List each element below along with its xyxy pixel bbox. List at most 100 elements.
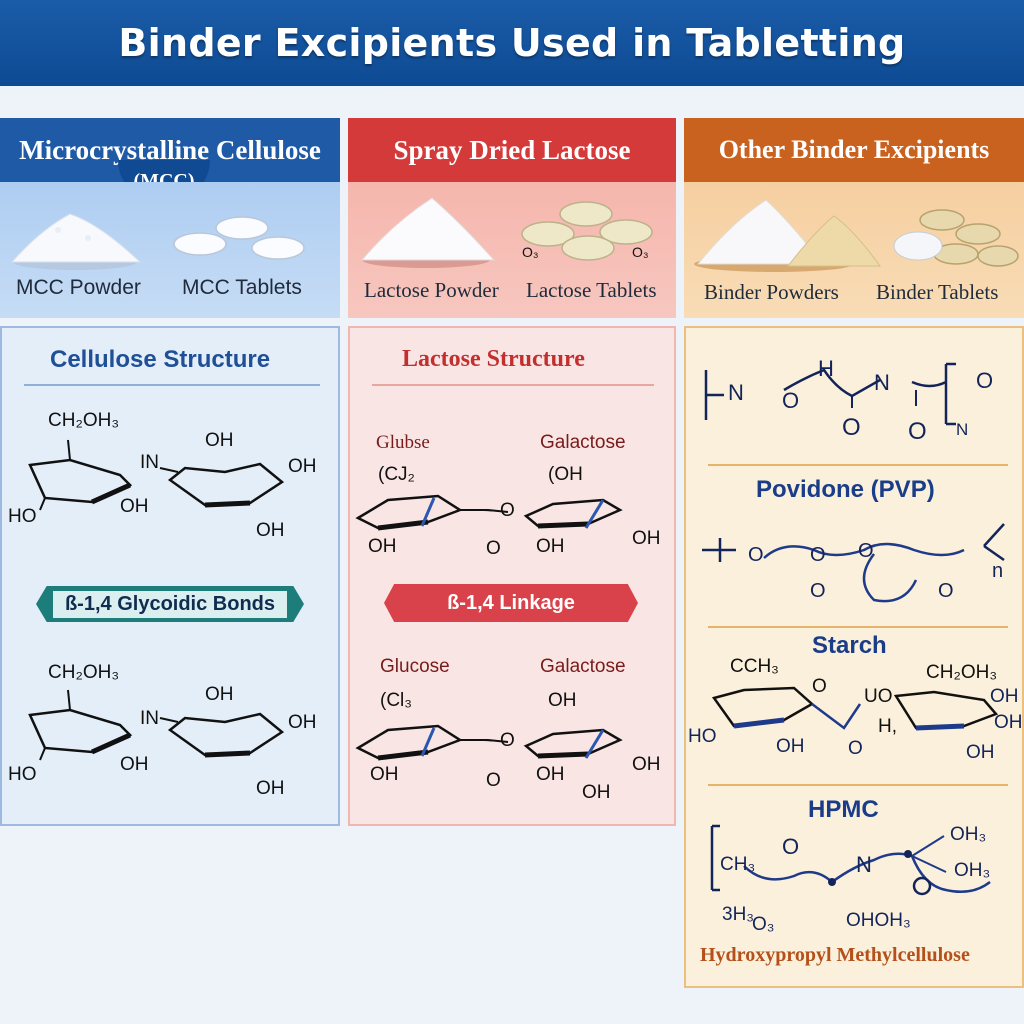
mcc-tablets-label: MCC Tablets [182, 276, 302, 299]
other-rule-2 [708, 626, 1008, 628]
lactose-tablets-image [521, 201, 653, 261]
lactose-1-oh-right: OH [632, 528, 661, 549]
lactose-bond-banner-text: ß-1,4 Linkage [447, 591, 575, 614]
other-white-tablet [893, 231, 943, 261]
lactose-2-right-name: Galactose [540, 656, 626, 677]
mcc-structure-title: Cellulose Structure [50, 346, 271, 373]
other-powders-image [694, 199, 881, 272]
lactose-2-left-name: Glucose [380, 656, 450, 677]
pvp-structure [702, 523, 1005, 603]
polymer-o-bottom-2: O [908, 418, 927, 445]
hpmc-full-name: Hydroxypropyl Methylcellulose [700, 944, 970, 966]
lactose-header: Spray Dried Lactose [348, 118, 676, 182]
starch-oh-3: OH [994, 712, 1023, 733]
lactose-1-right-group: (OH [548, 464, 583, 485]
polymer-h: H [818, 356, 834, 381]
lactose-title-rule [372, 384, 654, 386]
lactose-structure-1 [355, 494, 623, 531]
starch-structure [711, 686, 999, 731]
lactose-bond-banner: ß-1,4 Linkage [384, 584, 638, 622]
starch-link: UO [864, 686, 893, 707]
other-powders-label: Binder Powders [704, 280, 839, 304]
hpmc-structure [710, 824, 991, 896]
starch-ch: CCH₃ [730, 656, 779, 677]
starch-ho: HO [688, 726, 717, 747]
cellulose-2-oh-top: OH [205, 684, 234, 705]
lactose-1-left-name: Glubse [376, 432, 430, 453]
starch-o-1: O [812, 676, 827, 697]
lactose-2-o-link: O [500, 730, 515, 751]
cellulose-1-ho-left: HO [8, 506, 37, 527]
lactose-1-left-group: (CJ₂ [378, 464, 415, 485]
title-bar: Binder Excipients Used in Tabletting [0, 0, 1024, 86]
starch-oh-2: OH [990, 686, 1019, 707]
polymer-sub: N [956, 420, 969, 439]
lactose-1-right-name: Galactose [540, 432, 626, 453]
lactose-2-oh-mid: OH [536, 764, 565, 785]
hpmc-o3: O₃ [752, 914, 775, 935]
starch-oh-4: OH [966, 742, 995, 763]
pvp-name: Povidone (PVP) [756, 476, 935, 503]
polymer-o-bottom-1: O [842, 414, 861, 441]
lactose-structure-title: Lactose Structure [402, 346, 585, 372]
lactose-2-oh-right: OH [632, 754, 661, 775]
lactose-powder-label: Lactose Powder [364, 278, 499, 302]
lactose-tablet-mark-1: O₃ [522, 244, 539, 260]
lactose-powder-image [360, 197, 496, 268]
other-header: Other Binder Excipients [684, 118, 1024, 182]
lactose-tablet [521, 201, 653, 261]
cellulose-2-link: IN [140, 708, 159, 729]
other-tablets-label: Binder Tablets [876, 280, 999, 304]
lactose-2-oh-bottom: OH [582, 782, 611, 803]
lactose-structure-panel [348, 326, 676, 826]
lactose-2-oh-left: OH [370, 764, 399, 785]
hpmc-name: HPMC [808, 796, 879, 823]
polymer-o-end: O [976, 368, 994, 393]
starch-name: Starch [812, 632, 887, 659]
lactose-header-title: Spray Dried Lactose [393, 134, 631, 165]
cellulose-2-ho-left: HO [8, 764, 37, 785]
other-rule-1 [708, 464, 1008, 466]
other-header-title: Other Binder Excipients [718, 135, 990, 164]
cellulose-2-oh-mid: OH [120, 754, 149, 775]
lactose-1-o-link: O [500, 500, 515, 521]
cellulose-1-link: IN [140, 452, 159, 473]
hpmc-n: N [856, 852, 872, 877]
lactose-1-oh-left: OH [368, 536, 397, 557]
cellulose-2-ch2oh: CH₂OH₃ [48, 662, 120, 683]
other-rule-3 [708, 784, 1008, 786]
cellulose-1-oh-right: OH [288, 456, 317, 477]
mcc-tablet [173, 216, 305, 260]
polymer-o-left: O [782, 388, 800, 413]
lactose-structure-2 [355, 724, 623, 761]
lactose-1-o-sub: O [486, 538, 501, 559]
hpmc-oh3-b: OH₃ [954, 860, 991, 881]
starch-ch2oh: CH₂OH₃ [926, 662, 998, 683]
starch-h: H, [878, 716, 897, 737]
hpmc-ch3: CH₃ [720, 854, 756, 875]
other-tablet [919, 209, 1019, 267]
mcc-bond-banner-text: ß-1,4 Glycoidic Bonds [52, 590, 288, 618]
cellulose-2-oh-right: OH [288, 712, 317, 733]
mcc-powder-label: MCC Powder [16, 276, 141, 299]
polymer-n: N [728, 380, 744, 405]
mcc-title-rule [24, 384, 320, 386]
pvp-o-4: O [810, 580, 826, 602]
cellulose-1-oh-bottom: OH [256, 520, 285, 541]
starch-o-2: O [848, 738, 863, 759]
pvp-sub: n [992, 560, 1004, 582]
hpmc-ohoh: OHOH₃ [846, 910, 911, 931]
cellulose-1-oh-mid: OH [120, 496, 149, 517]
pvp-o-2: O [810, 544, 826, 566]
cellulose-structure-1 [28, 439, 285, 511]
cellulose-1-oh-top: OH [205, 430, 234, 451]
hpmc-o-1: O [782, 834, 800, 859]
cellulose-2-oh-bottom: OH [256, 778, 285, 799]
lactose-2-right-group: OH [548, 690, 577, 711]
mcc-powder-image [10, 213, 142, 270]
cellulose-1-ch2oh: CH₂OH₃ [48, 410, 120, 431]
mcc-bond-banner: ß-1,4 Glycoidic Bonds [36, 586, 304, 622]
lactose-2-o-sub: O [486, 770, 501, 791]
lactose-1-oh-mid: OH [536, 536, 565, 557]
starch-oh-1: OH [776, 736, 805, 757]
